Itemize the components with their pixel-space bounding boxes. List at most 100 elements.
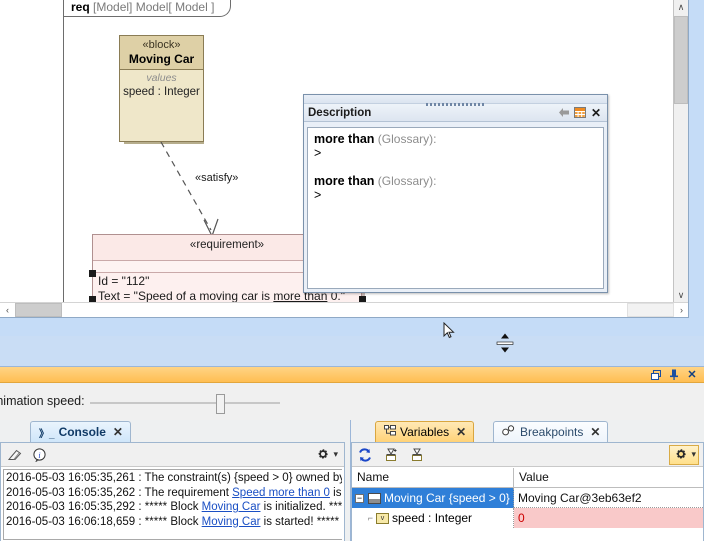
- block-compartment-label: values: [146, 72, 177, 84]
- diagram-canvas[interactable]: req [Model] Model[ Model ] «block» Movin…: [0, 0, 689, 318]
- log-timestamp: 2016-05-03 16:05:35,261 :: [6, 472, 145, 484]
- scroll-down-icon[interactable]: ∨: [674, 288, 688, 303]
- diagram-horizontal-scrollbar[interactable]: ‹ ›: [0, 302, 688, 317]
- variable-value-cell[interactable]: Moving Car@3eb63ef2: [514, 488, 703, 508]
- tab-variables-label: Variables: [400, 425, 450, 439]
- selection-handle-right[interactable]: [359, 296, 366, 303]
- console-toolbar: i ▾: [1, 443, 344, 467]
- selection-handle-left[interactable]: [89, 270, 96, 277]
- glossary-term: more than: [314, 174, 375, 188]
- variables-toolbar: ▾: [352, 443, 703, 467]
- scroll-left-icon[interactable]: ‹: [6, 305, 9, 315]
- horizontal-scroll-thumb[interactable]: [15, 303, 62, 317]
- tab-variables-close-icon[interactable]: ✕: [456, 425, 467, 439]
- variable-name-cell[interactable]: − Moving Car {speed > 0}: [352, 488, 514, 508]
- block-icon: [368, 492, 381, 504]
- glossary-entry: more than (Glossary): >: [314, 174, 597, 202]
- log-text-pre: The constraint(s) {speed > 0} owned by: [144, 472, 342, 484]
- diagram-pane: req [Model] Model[ Model ] «block» Movin…: [0, 0, 689, 353]
- console-settings-group[interactable]: ▾: [312, 445, 340, 465]
- description-content: more than (Glossary): > more than (Gloss…: [307, 127, 604, 289]
- animation-speed-slider-thumb[interactable]: [216, 394, 225, 414]
- refresh-icon[interactable]: [356, 446, 374, 464]
- log-link[interactable]: Moving Car: [201, 515, 261, 528]
- table-icon[interactable]: [572, 105, 588, 120]
- frame-label-path: [Model] Model[ Model ]: [93, 0, 215, 14]
- tree-indent-guide: ⌐: [367, 513, 373, 523]
- variables-panel-body: ▾ Name Value − Moving Car {speed > 0}: [351, 442, 704, 541]
- simulation-titlebar[interactable]: ✕: [0, 367, 704, 383]
- back-arrow-icon[interactable]: [556, 105, 572, 120]
- log-line: 2016-05-03 16:05:35,261 : The constraint…: [6, 471, 342, 486]
- console-panel-body: i ▾: [0, 442, 345, 541]
- requirement-name-compartment: [93, 261, 361, 273]
- glossary-term: more than: [314, 132, 375, 146]
- variable-value-cell[interactable]: 0: [514, 508, 703, 528]
- console-settings-dropdown-icon[interactable]: ▾: [333, 449, 338, 459]
- tab-breakpoints[interactable]: Breakpoints ✕: [493, 421, 609, 442]
- scroll-up-icon[interactable]: ∧: [674, 0, 688, 15]
- gear-icon[interactable]: [314, 446, 332, 464]
- simulation-toolbar: Animation speed:: [0, 384, 704, 420]
- variables-settings-dropdown-icon[interactable]: ▾: [691, 449, 696, 459]
- simulation-panel: ✕ Animation speed: 》_ Console ✕: [0, 366, 704, 541]
- tab-console-close-icon[interactable]: ✕: [112, 425, 123, 439]
- diagram-frame-label: req [Model] Model[ Model ]: [64, 0, 232, 17]
- variable-name-cell[interactable]: ⌐ v speed : Integer: [352, 508, 514, 528]
- gear-icon[interactable]: [672, 446, 690, 464]
- column-header-value[interactable]: Value: [519, 470, 549, 484]
- table-row[interactable]: − Moving Car {speed > 0} Moving Car@3eb6…: [352, 488, 703, 508]
- log-text-pre: ***** Block: [144, 515, 202, 528]
- log-timestamp: 2016-05-03 16:05:35,292 :: [6, 501, 145, 513]
- glossary-definition: >: [314, 188, 322, 202]
- glossary-source: (Glossary):: [377, 132, 437, 146]
- selection-handle-bottom-left[interactable]: [89, 296, 96, 303]
- pin-icon[interactable]: [666, 368, 682, 382]
- tab-variables[interactable]: Variables ✕: [375, 421, 475, 442]
- log-text-pre: The requirement: [144, 486, 233, 499]
- glossary-entry: more than (Glossary): >: [314, 132, 597, 160]
- restore-icon[interactable]: [648, 368, 664, 382]
- variables-dock: Variables ✕ Breakpoints ✕: [350, 420, 704, 541]
- tree-expander-icon[interactable]: −: [355, 492, 364, 503]
- vertical-scroll-thumb[interactable]: [674, 16, 688, 104]
- requirement-text-prefix: Text = "Speed of a moving car is: [98, 289, 274, 303]
- close-icon[interactable]: ✕: [590, 105, 602, 120]
- diagram-frame-border: [63, 0, 688, 317]
- expand-all-icon[interactable]: [408, 446, 426, 464]
- description-window[interactable]: Description: [303, 94, 608, 293]
- tab-console-label: Console: [58, 425, 106, 439]
- scroll-right-icon[interactable]: ›: [680, 305, 683, 315]
- variable-name-label: speed : Integer: [392, 511, 473, 525]
- table-row[interactable]: ⌐ v speed : Integer 0: [352, 508, 703, 528]
- tab-breakpoints-close-icon[interactable]: ✕: [590, 425, 601, 439]
- log-link[interactable]: Speed more than 0: [232, 486, 330, 499]
- console-log[interactable]: 2016-05-03 16:05:35,261 : The constraint…: [3, 469, 342, 540]
- close-icon[interactable]: ✕: [687, 369, 697, 381]
- requirement-id: Id = "112": [98, 274, 150, 288]
- description-title: Description: [308, 106, 372, 119]
- animation-speed-slider-track[interactable]: [90, 402, 280, 404]
- column-header-name[interactable]: Name: [352, 468, 514, 487]
- tab-console[interactable]: 》_ Console ✕: [30, 421, 131, 442]
- log-line: 2016-05-03 16:05:35,292 : ***** Block Mo…: [6, 500, 342, 515]
- variables-table[interactable]: Name Value − Moving Car {speed > 0} Movi…: [352, 468, 703, 541]
- collapse-all-icon[interactable]: [382, 446, 400, 464]
- console-tabstrip: 》_ Console ✕: [0, 420, 345, 442]
- variable-name-label: Moving Car {speed > 0}: [384, 491, 510, 505]
- horizontal-scroll-track-right[interactable]: [627, 303, 674, 317]
- eraser-icon[interactable]: [5, 446, 23, 464]
- log-link[interactable]: Moving Car: [201, 501, 261, 513]
- log-text-post: is started! *****: [260, 515, 340, 528]
- grip-dots-icon: [425, 103, 486, 106]
- diagram-vertical-scrollbar[interactable]: ∧ ∨: [673, 0, 688, 303]
- block-values-compartment: values speed : Integer: [120, 70, 203, 99]
- variables-table-header: Name Value: [352, 468, 703, 488]
- description-drag-grip[interactable]: [304, 95, 607, 106]
- variables-settings-group[interactable]: ▾: [669, 444, 699, 465]
- block-moving-car[interactable]: «block» Moving Car values speed : Intege…: [119, 35, 204, 142]
- breakpoint-icon: [502, 425, 516, 439]
- info-icon[interactable]: i: [31, 446, 49, 464]
- value-property-icon: v: [376, 512, 389, 524]
- tab-breakpoints-label: Breakpoints: [520, 425, 584, 439]
